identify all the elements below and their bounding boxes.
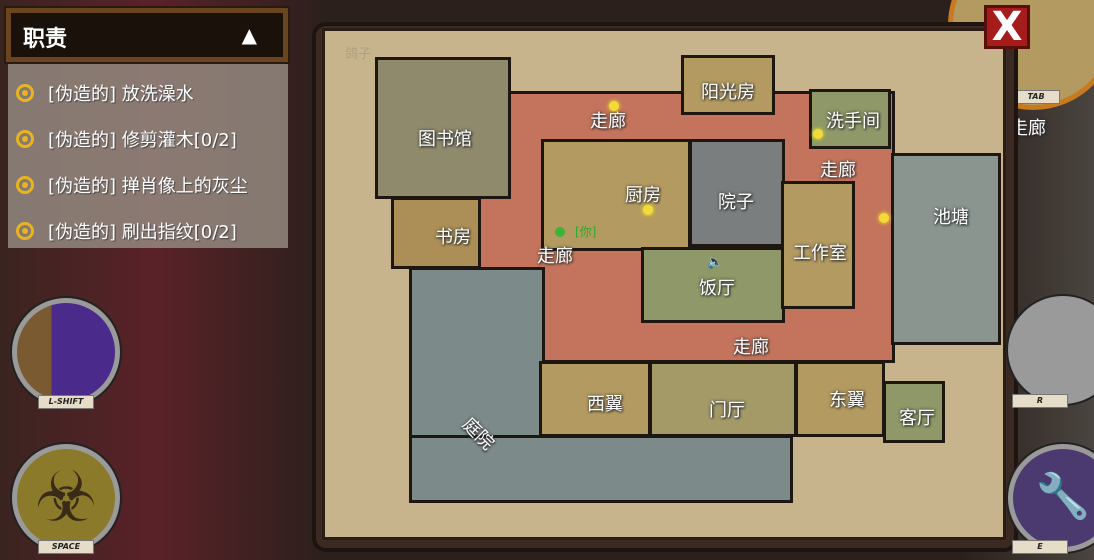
target-icon <box>16 84 34 102</box>
room-west-wing <box>539 361 651 437</box>
ability-key-lshift: L-SHIFT <box>38 395 94 409</box>
task-panel-header[interactable]: 职责 ▲ <box>6 8 288 62</box>
task-item: [伪造的] 放洗澡水 <box>16 78 194 108</box>
speaker-icon: 🔈 <box>707 255 724 270</box>
room-dining <box>641 247 785 323</box>
task-item: [伪造的] 刷出指纹[0/2] <box>16 216 237 246</box>
task-item: [伪造的] 修剪灌木[0/2] <box>16 124 237 154</box>
ability-key-e: E <box>1012 540 1068 554</box>
target-icon <box>16 176 34 194</box>
room-garden-south <box>409 435 793 503</box>
label-restroom: 洗手间 <box>826 111 880 132</box>
minimap-key: TAB <box>1012 90 1060 104</box>
label-west-wing: 西翼 <box>587 394 623 415</box>
target-icon <box>16 222 34 240</box>
task-label: [伪造的] 刷出指纹[0/2] <box>48 222 237 243</box>
label-courtyard: 院子 <box>718 192 754 213</box>
ability-key-r: R <box>1012 394 1068 408</box>
label-hall-top: 走廊 <box>590 111 626 132</box>
role-label: 鸽子 <box>345 47 372 62</box>
task-panel-title: 职责 <box>23 27 68 52</box>
label-living-room: 客厅 <box>899 408 935 429</box>
label-hall-right: 走廊 <box>820 160 856 181</box>
task-item: [伪造的] 掸肖像上的灰尘 <box>16 170 248 200</box>
task-dot <box>643 205 653 215</box>
room-sunroom <box>681 55 775 115</box>
close-map-button[interactable]: X <box>984 5 1030 49</box>
area-label: 走廊 <box>1010 118 1046 139</box>
wrench-icon[interactable]: 🔧 <box>1008 444 1094 552</box>
task-label: [伪造的] 掸肖像上的灰尘 <box>48 176 248 197</box>
biohazard-icon[interactable]: ☣ <box>12 444 120 552</box>
label-workshop: 工作室 <box>793 243 847 264</box>
room-workshop <box>781 181 855 309</box>
task-dot <box>609 101 619 111</box>
task-label: [伪造的] 修剪灌木[0/2] <box>48 130 237 151</box>
room-pond <box>891 153 1001 345</box>
room-library <box>375 57 511 199</box>
label-pond: 池塘 <box>933 207 969 228</box>
label-hall-bottom: 走廊 <box>733 337 769 358</box>
label-library: 图书馆 <box>418 129 472 150</box>
triangle-up-icon[interactable]: ▲ <box>241 23 257 47</box>
task-dot <box>813 129 823 139</box>
goose-peek-icon[interactable] <box>12 298 120 406</box>
room-study <box>391 197 481 269</box>
task-list: [伪造的] 放洗澡水 [伪造的] 修剪灌木[0/2] [伪造的] 掸肖像上的灰尘… <box>8 64 288 248</box>
task-dot <box>879 213 889 223</box>
player-marker: [你] <box>575 225 597 239</box>
player-dot <box>555 227 565 237</box>
label-east-wing: 东翼 <box>829 390 865 411</box>
label-study: 书房 <box>435 227 471 248</box>
ability-key-space: SPACE <box>38 540 94 554</box>
label-kitchen: 厨房 <box>625 185 661 206</box>
room-restroom <box>809 89 891 149</box>
label-hall-left: 走廊 <box>537 246 573 267</box>
label-foyer: 门厅 <box>709 400 745 421</box>
label-sunroom: 阳光房 <box>701 82 755 103</box>
map: 鸽子 图书馆 书房 阳光房 走廊 洗手间 走廊 厨房 院子 走廊 池塘 工作室 … <box>322 28 1006 540</box>
target-icon <box>16 130 34 148</box>
task-panel: 职责 ▲ [伪造的] 放洗澡水 [伪造的] 修剪灌木[0/2] [伪造的] 掸肖… <box>6 8 288 248</box>
room-living-room <box>883 381 945 443</box>
task-label: [伪造的] 放洗澡水 <box>48 84 194 105</box>
label-dining: 饭厅 <box>699 278 735 299</box>
